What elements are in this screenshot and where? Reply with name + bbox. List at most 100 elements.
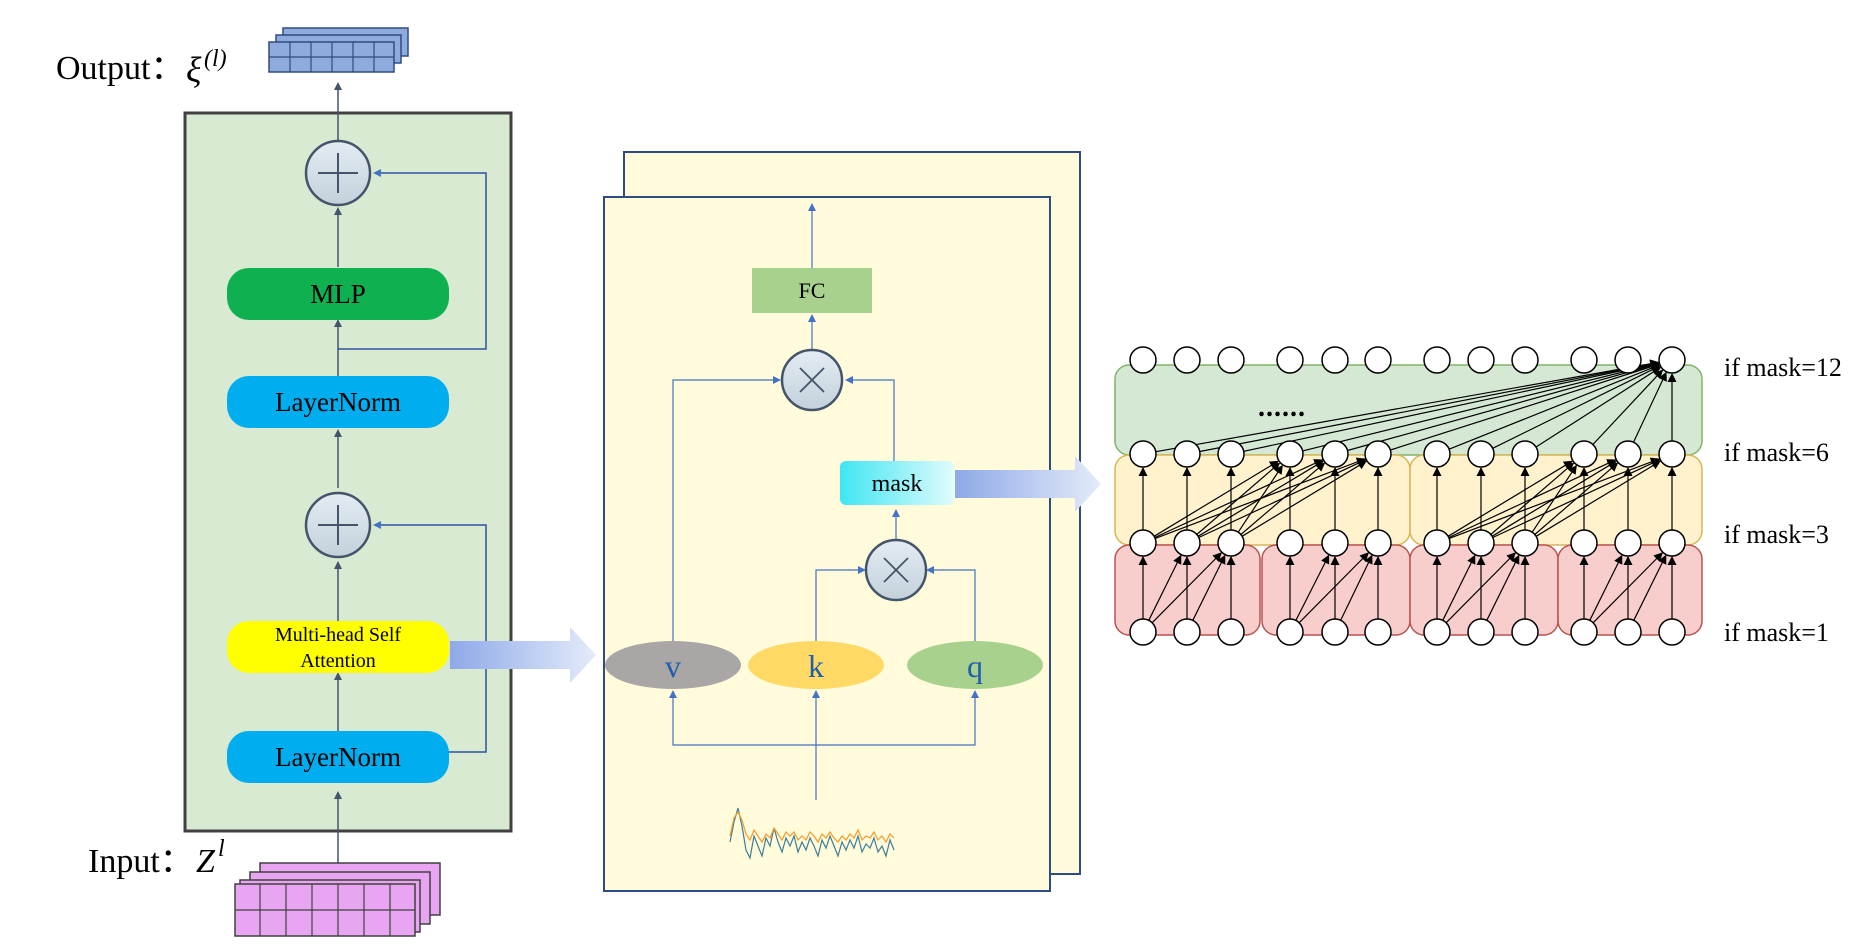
input-tensor-icon (234, 862, 441, 937)
mask-node (1321, 346, 1349, 374)
mask-node (1423, 346, 1451, 374)
mask-edge (1589, 554, 1623, 621)
encoder-body (183, 111, 513, 833)
mask-node (1467, 529, 1495, 557)
mask-node (1129, 529, 1157, 557)
mask-node (1658, 346, 1686, 374)
mask-node (1570, 618, 1598, 646)
mask-edge (1592, 552, 1663, 624)
mask-edge (1448, 459, 1617, 539)
mask-node (1467, 346, 1495, 374)
mask-edge (1347, 361, 1660, 452)
mask-node (1321, 529, 1349, 557)
attention-label-line1: Multi-head Self (275, 624, 401, 646)
mask-edge (1442, 554, 1476, 621)
mask-node (1321, 440, 1349, 468)
mask-node (1614, 440, 1642, 468)
mask-node (1364, 529, 1392, 557)
mask-label-3: if mask=3 (1724, 520, 1829, 549)
mask-edge (1148, 554, 1182, 621)
v-label: v (665, 648, 681, 684)
output-tensor-icon (268, 27, 409, 73)
mask-node (1173, 618, 1201, 646)
mask-node (1364, 346, 1392, 374)
output-superscript: (l) (204, 46, 227, 72)
mask-node (1511, 618, 1539, 646)
mask-label-6: if mask=6 (1724, 438, 1829, 467)
layernorm-top-label: LayerNorm (275, 387, 401, 417)
mask-edge (1448, 363, 1660, 450)
mask-band-6-right (1409, 454, 1703, 546)
ellipsis-dots: ...... (1258, 392, 1306, 423)
mask-node (1217, 440, 1245, 468)
mask-node (1511, 440, 1539, 468)
mask-node (1321, 618, 1349, 646)
mask-node (1423, 529, 1451, 557)
mask-node (1173, 529, 1201, 557)
mlp-block: MLP (227, 268, 449, 320)
add-node-bottom (304, 491, 372, 559)
mask-edge (1492, 459, 1661, 539)
mask-edge (1340, 554, 1373, 621)
mask-edge (1447, 460, 1573, 537)
mask-edge (1632, 371, 1667, 443)
mask-edge (1199, 359, 1660, 453)
mask-node (1276, 440, 1304, 468)
mask-edge (1243, 360, 1660, 452)
mask-node (1217, 618, 1245, 646)
input-superscript: l (218, 836, 225, 862)
encoder-block: Output： ξ (l) (56, 27, 513, 937)
attention-detail-panel: FC mask v k q (603, 151, 1081, 892)
expand-arrow-attention (450, 627, 596, 683)
add-node-top (304, 139, 372, 207)
mask-node (1173, 346, 1201, 374)
mask-edge (1486, 554, 1520, 621)
layernorm-bottom-label: LayerNorm (275, 742, 401, 772)
mask-edge (1241, 460, 1367, 537)
mask-edge (1535, 366, 1662, 448)
mask-node (1173, 440, 1201, 468)
mask-edge (1192, 554, 1226, 621)
mask-node (1423, 440, 1451, 468)
attention-block: Multi-head Self Attention (227, 621, 449, 673)
layernorm-bottom: LayerNorm (227, 731, 449, 783)
mask-node (1511, 529, 1539, 557)
mask-edge (1155, 359, 1660, 453)
time-series-thumbnail (729, 807, 895, 860)
mask-band-6-left (1114, 454, 1411, 546)
mask-node (1364, 618, 1392, 646)
output-symbol: ξ (186, 50, 202, 90)
mask-node (1129, 440, 1157, 468)
mask-label-1: if mask=1 (1724, 618, 1829, 647)
mask-edge (1492, 365, 1661, 449)
mask-edge (1295, 554, 1330, 621)
k-node: k (748, 641, 884, 689)
mask-edge (1390, 362, 1660, 451)
mask-edge (1154, 457, 1366, 539)
expand-arrow-mask (955, 456, 1101, 512)
multiply-node-bottom (864, 538, 928, 602)
mask-edge (1154, 459, 1324, 539)
mask-node (1614, 529, 1642, 557)
mask-node (1217, 346, 1245, 374)
mask-edge (1302, 360, 1660, 452)
mask-node (1658, 440, 1686, 468)
mask-label: mask (872, 471, 923, 497)
mask-hierarchy-diagram: ...... if mask=12 if mask=6 if mask=3 if… (1114, 346, 1842, 647)
mask-edge (1445, 552, 1516, 624)
mask-edge (1153, 460, 1279, 537)
fc-block: FC (752, 268, 872, 313)
q-label: q (967, 648, 983, 684)
q-node: q (907, 641, 1043, 689)
mask-edge (1535, 460, 1661, 537)
mask-node (1614, 346, 1642, 374)
attention-label-line2: Attention (300, 650, 376, 672)
mask-edge (1592, 369, 1664, 445)
mask-edge (1151, 552, 1222, 624)
input-label: Input： (88, 843, 194, 880)
mask-edge (1633, 554, 1667, 621)
mask-edge (1448, 457, 1660, 539)
mask-node (1364, 440, 1392, 468)
mask-label-12: if mask=12 (1724, 353, 1842, 382)
